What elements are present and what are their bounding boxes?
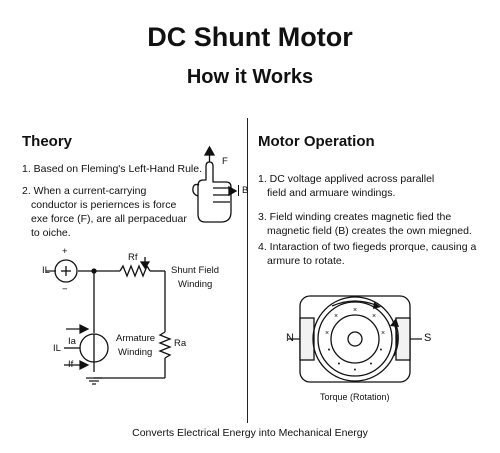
operation-point-1-line-2: field and armuare windings.	[267, 187, 396, 199]
ra-resistor-symbol	[158, 331, 172, 359]
shunt-field-label-1: Shunt Field	[171, 265, 220, 276]
page-subtitle: How it Works	[186, 66, 314, 88]
conductor-marks: × × × • • • • • × ×	[325, 307, 385, 374]
torque-caption: Torque (Rotation)	[320, 392, 390, 402]
column-divider	[247, 118, 248, 423]
supply-minus-sign: −	[62, 284, 68, 295]
rotor-ring-inner	[330, 314, 380, 364]
svg-text:•: •	[370, 361, 373, 368]
operation-point-4-line-2: armure to rotate.	[267, 255, 345, 267]
rotation-arrowheads	[373, 302, 399, 327]
armature-label-2: Winding	[118, 347, 153, 358]
svg-text:×: ×	[381, 330, 385, 337]
field-current-label: If	[68, 359, 74, 370]
force-label: F	[222, 156, 228, 167]
svg-text:×: ×	[325, 330, 329, 337]
operation-point-3-line-1: 3. Field winding creates magnetic fied t…	[258, 211, 452, 223]
pole-n-label: N	[286, 332, 294, 344]
armature-current-label: Ia	[68, 336, 76, 347]
theory-point-2-line-2: conductor is periernces is force	[31, 199, 177, 211]
pole-n-shoe	[299, 317, 315, 361]
current-arrows	[46, 261, 151, 370]
force-arrow-icon	[203, 145, 216, 162]
pole-s-label: S	[424, 332, 432, 344]
supply-plus-sign: +	[62, 246, 68, 257]
svg-text:×: ×	[372, 313, 376, 320]
page-title: DC Shunt Motor	[147, 22, 353, 52]
operation-point-3-line-2: magnetic field (B) creates the own miegn…	[267, 225, 472, 237]
ground-icon	[86, 377, 102, 385]
shunt-field-label-2: Winding	[178, 279, 213, 290]
svg-text:•: •	[380, 347, 383, 354]
theory-point-2-line-1: 2. When a current-carrying	[22, 185, 147, 197]
ra-label: Ra	[174, 338, 187, 349]
field-arrow-icon	[228, 185, 238, 197]
armature-current-left-label: IL	[53, 343, 61, 354]
rotor-ring	[317, 301, 393, 377]
svg-text:•: •	[328, 347, 331, 354]
armature-label-1: Armature	[116, 333, 156, 344]
svg-text:×: ×	[334, 313, 338, 320]
rf-resistor-symbol	[119, 264, 151, 278]
operation-heading: Motor Operation	[258, 133, 375, 150]
svg-text:×: ×	[353, 307, 357, 314]
shaft-symbol	[347, 331, 363, 347]
svg-text:•: •	[338, 361, 341, 368]
rotor-outer-ring	[312, 296, 398, 382]
theory-point-2-line-4: to oiche.	[31, 227, 71, 239]
line-current-label: IL	[42, 265, 50, 276]
rf-label: Rf	[128, 252, 138, 263]
svg-text:•: •	[354, 367, 357, 374]
theory-point-2-line-3: exe force (F), are all perpaceduar	[31, 213, 187, 225]
hand-icon	[192, 161, 232, 223]
theory-heading: Theory	[22, 133, 73, 150]
field-label: B	[238, 185, 248, 196]
operation-point-1-line-1: 1. DC voltage applived across parallel	[258, 173, 435, 185]
theory-point-1: 1. Based on Fleming's Left-Hand Rule.	[22, 163, 203, 175]
operation-point-4-line-1: 4. Intaraction of two fiegeds prorque, c…	[258, 241, 477, 253]
footer-text: Converts Electrical Energy into Mechanic…	[132, 427, 368, 439]
